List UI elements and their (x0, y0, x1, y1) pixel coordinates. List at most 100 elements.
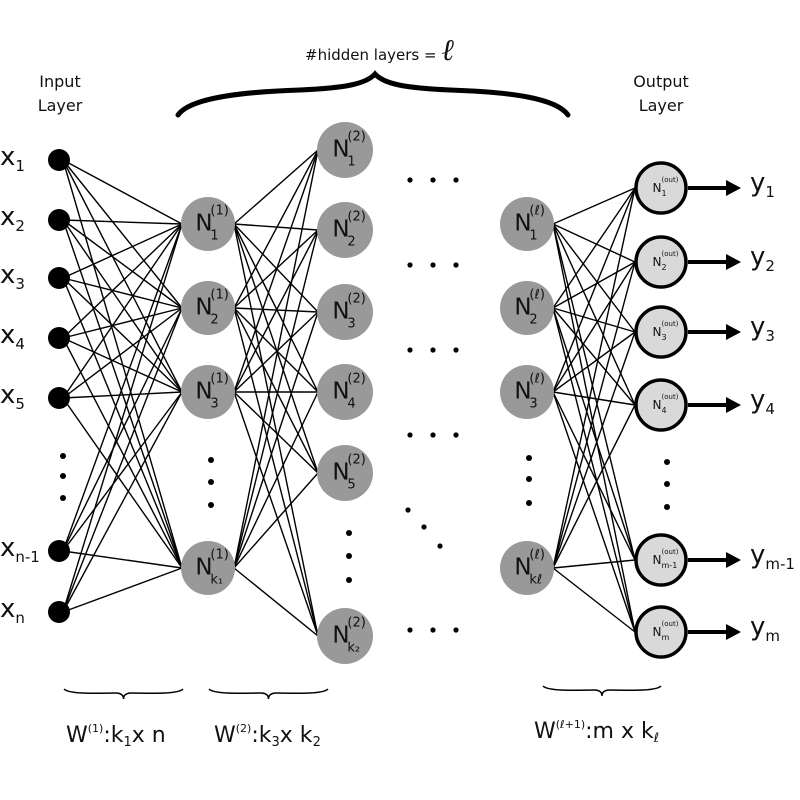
input-label-base: x (0, 320, 16, 350)
edge (62, 219, 183, 225)
neuron-label-base: N (652, 398, 662, 412)
hidden2-node-label: N(2)4 (332, 373, 365, 411)
ellipsis-dot (526, 500, 532, 506)
ellipsis-dot (430, 347, 436, 353)
ellipsis-dot (453, 262, 459, 268)
edge (233, 229, 319, 393)
edge (62, 307, 183, 613)
weight-label: W(ℓ+1):m x kℓ (534, 719, 659, 745)
weight-mid-sub: 1 (123, 735, 132, 750)
edge (62, 277, 183, 309)
input-layer-title-line1: Input (39, 72, 81, 91)
neuron-label-sub: 3 (529, 396, 538, 412)
weight-end: x n (131, 723, 166, 748)
ellipsis-dot (453, 432, 459, 438)
ellipsis-dot (421, 524, 427, 530)
edge (233, 391, 319, 637)
neuron-label-sup: (out) (661, 176, 679, 184)
neuron-label-base: N (332, 378, 350, 405)
neuron-label-base: N (332, 216, 350, 243)
edge (62, 223, 183, 552)
hidden2-node (317, 364, 373, 420)
hidden2-node-label: N(2)2 (332, 211, 365, 249)
edge (62, 223, 183, 279)
edge (552, 307, 636, 561)
ellipsis-dot (60, 495, 66, 501)
edge (552, 187, 636, 309)
neuron-label-sub: 4 (347, 396, 356, 412)
input-label: x3 (0, 262, 25, 292)
neuron-label-base: N (195, 210, 213, 237)
neuron-label-base: N (332, 136, 350, 163)
weight-base: W (534, 719, 556, 744)
edge (552, 391, 636, 406)
weight-sup: (ℓ+1) (555, 718, 586, 731)
hidden1-node (181, 541, 235, 595)
hiddenL-node-label: N(ℓ)2 (514, 289, 545, 327)
neuron-label-sup: (2) (347, 615, 366, 631)
ellipsis-dot (346, 530, 352, 536)
output-value-sub: 3 (765, 327, 775, 345)
edge (62, 391, 183, 399)
input-node (48, 601, 70, 623)
neuron-label-base: N (514, 294, 532, 321)
neuron-label-sup: (out) (661, 620, 679, 628)
output-value-label: ym-1 (750, 542, 795, 572)
hidden1-node (181, 281, 235, 335)
edge (552, 559, 636, 569)
input-label-base: x (0, 142, 16, 172)
edge (62, 223, 183, 339)
neuron-label-sup: (ℓ) (529, 203, 545, 219)
output-value-label: y1 (750, 170, 775, 200)
neuron-label-sub: k₂ (347, 640, 361, 656)
neuron-label-sup: (out) (661, 393, 679, 401)
edge (62, 219, 183, 309)
edge (552, 261, 636, 569)
edge (552, 223, 636, 406)
edge (62, 337, 183, 393)
output-value-sub: 1 (765, 183, 775, 201)
edge (552, 187, 636, 569)
edge (552, 404, 636, 569)
neuron-label-base: N (514, 210, 532, 237)
input-label: x1 (0, 144, 25, 174)
ellipsis-dot (664, 459, 670, 465)
edge (552, 187, 636, 393)
neuron-label-sub: 5 (347, 477, 356, 493)
edge (62, 277, 183, 393)
weight-brace-1 (63, 688, 184, 700)
edge (62, 337, 183, 569)
neuron-label-sub: 1 (210, 228, 219, 244)
edge (552, 391, 636, 633)
neuron-label-sup: (2) (347, 209, 366, 225)
input-label: xn-1 (0, 535, 40, 565)
neuron-label-base: N (514, 554, 532, 581)
edge (552, 331, 636, 393)
hidden2-node (317, 202, 373, 258)
diagram-title: #hidden layers = ℓ (305, 36, 454, 66)
hiddenL-node (500, 365, 554, 419)
output-layer-title: Output Layer (618, 70, 704, 118)
ellipsis-dot (407, 432, 413, 438)
input-layer-title: Input Layer (22, 70, 98, 118)
output-value-sub: m-1 (765, 555, 795, 573)
hidden2-node (317, 284, 373, 340)
edge (62, 159, 183, 225)
ellipsis-dot (453, 347, 459, 353)
ellipsis-dot (407, 177, 413, 183)
input-label-base: x (0, 380, 16, 410)
output-value-base: y (750, 612, 766, 642)
edge (62, 159, 183, 569)
edge (552, 223, 636, 263)
weight-base: W (66, 723, 88, 748)
input-label-base: x (0, 594, 16, 624)
output-node (634, 305, 688, 359)
hidden2-node-label: N(2)3 (332, 293, 365, 331)
input-label-base: x (0, 533, 16, 563)
output-arrowhead (726, 397, 741, 413)
title-symbol: ℓ (441, 33, 454, 68)
hiddenL-node (500, 197, 554, 251)
neuron-label-sup: (ℓ) (529, 287, 545, 303)
edge (233, 149, 319, 309)
edge (552, 567, 636, 633)
